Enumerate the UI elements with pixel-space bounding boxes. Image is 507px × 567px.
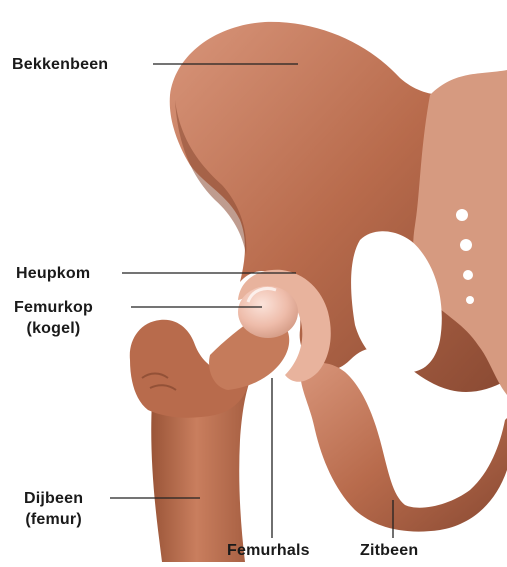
label-bekkenbeen-text: Bekkenbeen [12, 54, 108, 75]
label-zitbeen-text: Zitbeen [360, 540, 418, 561]
label-femurhals: Femurhals [227, 540, 310, 561]
label-femurkop: Femurkop (kogel) [14, 297, 93, 339]
label-femurkop-line1: Femurkop [14, 297, 93, 318]
label-dijbeen-line2: (femur) [24, 509, 83, 530]
label-zitbeen: Zitbeen [360, 540, 418, 561]
label-dijbeen-line1: Dijbeen [24, 488, 83, 509]
sacral-foramen [466, 296, 474, 304]
label-bekkenbeen: Bekkenbeen [12, 54, 108, 75]
label-heupkom: Heupkom [16, 263, 90, 284]
ischium-inner-gap [384, 379, 475, 473]
sacral-foramen [463, 270, 473, 280]
label-femurkop-line2: (kogel) [14, 318, 93, 339]
label-femurhals-text: Femurhals [227, 540, 310, 561]
sacral-foramen [460, 239, 472, 251]
label-heupkom-text: Heupkom [16, 263, 90, 284]
label-dijbeen: Dijbeen (femur) [24, 488, 83, 530]
femoral-head [238, 286, 298, 338]
sacral-foramen [456, 209, 468, 221]
